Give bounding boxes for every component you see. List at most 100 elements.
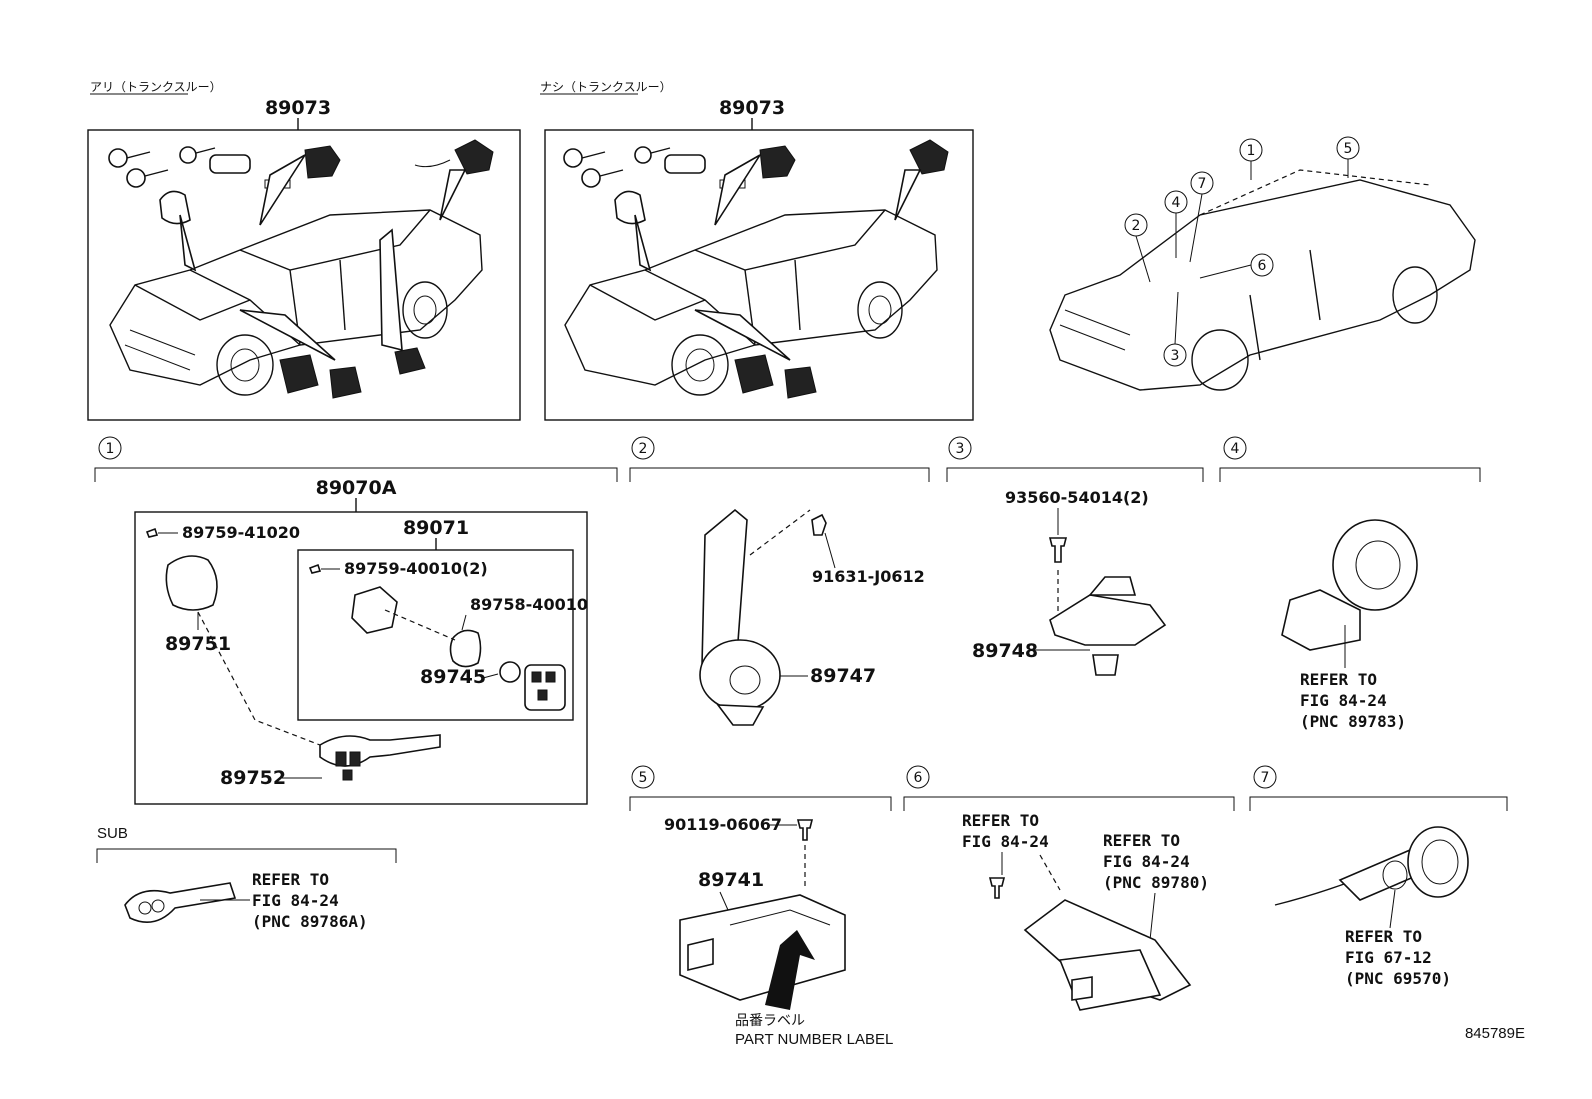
section-bracket [1219, 467, 1481, 482]
variant-label-with: アリ（トランクスルー） [90, 80, 222, 94]
screw-icon [796, 819, 814, 841]
part-number-89073-a: 89073 [265, 97, 331, 119]
section-number-4: 4 [1231, 441, 1240, 457]
part-89759-40010: 89759-40010(2) [344, 559, 488, 578]
car-illustration-left [108, 139, 494, 399]
assembly-dash-line [197, 611, 321, 746]
callout-marker-7: 7 [1189, 171, 1214, 263]
svg-text:5: 5 [1344, 141, 1353, 157]
assembly-frame [134, 511, 588, 805]
section-number-6: 6 [914, 770, 923, 786]
section-bracket [946, 467, 1204, 482]
callout-marker-2: 2 [1124, 213, 1151, 283]
diagram-id: 845789E [1465, 1025, 1525, 1042]
section-3: 3 93560-54014(2) 89748 [946, 436, 1204, 676]
car-locator-view: 1 2 3 4 5 6 7 [1049, 136, 1476, 391]
part-89751: 89751 [165, 633, 231, 655]
section-number-2: 2 [639, 441, 648, 457]
section-5: 5 90119-06067 89741 品番ラベル PART NUMBER LA… [629, 765, 893, 1048]
part-89759-41020: 89759-41020 [182, 523, 300, 542]
s6-refer-b-line-3: (PNC 89780) [1103, 873, 1209, 892]
panel-frame-middle [544, 129, 974, 421]
front-wheel [1191, 329, 1249, 391]
section-6: 6 REFER TO FIG 84-24 REFER TO FIG 84-24 … [903, 765, 1235, 1011]
label-jp: 品番ラベル [735, 1013, 805, 1029]
section-number-1: 1 [106, 441, 115, 457]
section-bracket [629, 796, 892, 811]
part-89752: 89752 [220, 767, 286, 789]
callout-marker-5: 5 [1336, 136, 1360, 178]
section-number-7: 7 [1261, 770, 1270, 786]
o-ring-icon [449, 629, 482, 668]
variant-with-trunk-through: アリ（トランクスルー） 89073 [87, 80, 521, 421]
part-89745: 89745 [420, 666, 486, 688]
section-bracket [96, 848, 397, 863]
part-number-89073-b: 89073 [719, 97, 785, 119]
label-arrow [765, 930, 815, 1010]
section-4: 4 REFER TO FIG 84-24 (PNC 89783) [1219, 436, 1481, 731]
part-91631-J0612: 91631-J0612 [812, 567, 925, 586]
sub-refer-line-1: REFER TO [252, 870, 329, 889]
sub-key-icon [124, 882, 237, 924]
callout-marker-4: 4 [1164, 190, 1188, 258]
part-89741: 89741 [698, 869, 764, 891]
battery-icon [499, 661, 521, 683]
part-89747: 89747 [810, 665, 876, 687]
s7-refer-line-1: REFER TO [1345, 927, 1422, 946]
part-89758-40010: 89758-40010 [470, 595, 588, 614]
assembly-dash-line [384, 609, 456, 641]
section-7: 7 REFER TO FIG 67-12 (PNC 69570) [1249, 765, 1508, 988]
screw-dash-line [749, 509, 811, 556]
bolt-icon [1048, 537, 1068, 563]
control-module-icon [679, 894, 846, 1001]
s6-refer-a-line-1: REFER TO [962, 811, 1039, 830]
s4-refer-line-3: (PNC 89783) [1300, 712, 1406, 731]
s7-refer-line-3: (PNC 69570) [1345, 969, 1451, 988]
sub-refer-line-3: (PNC 89786A) [252, 912, 368, 931]
s6-refer-a-line-2: FIG 84-24 [962, 832, 1049, 851]
s4-refer-line-2: FIG 84-24 [1300, 691, 1387, 710]
section-1: 1 89070A 89759-41020 89751 89071 89759-4… [94, 436, 618, 805]
callout-marker-1: 1 [1239, 138, 1263, 180]
ignition-sensor-icon [1332, 519, 1418, 611]
s6-refer-b-line-1: REFER TO [1103, 831, 1180, 850]
svg-text:6: 6 [1258, 258, 1267, 274]
sub-assembly-89071: 89071 [403, 517, 469, 539]
section-bracket [1249, 796, 1508, 811]
s7-refer-line-2: FIG 67-12 [1345, 948, 1432, 967]
sub-assembly-frame [297, 549, 574, 721]
svg-text:2: 2 [1132, 218, 1141, 234]
battery-case-icon [351, 586, 398, 634]
section-number-3: 3 [956, 441, 965, 457]
svg-text:7: 7 [1198, 176, 1207, 192]
screw-icon [145, 527, 159, 538]
label-en: PART NUMBER LABEL [735, 1031, 893, 1048]
screw-icon [988, 877, 1006, 899]
section-bracket [629, 467, 930, 482]
sub-label: SUB [97, 825, 128, 842]
sub-refer-line-2: FIG 84-24 [252, 891, 339, 910]
section-2: 2 91631-J0612 89747 [629, 436, 930, 726]
callout-marker-3: 3 [1163, 291, 1187, 367]
sub-section: SUB REFER TO FIG 84-24 (PNC 89786A) [96, 825, 397, 931]
car-outline [1049, 179, 1476, 391]
svg-text:1: 1 [1247, 143, 1256, 159]
car-illustration-middle [563, 139, 949, 399]
module-icon [1049, 594, 1167, 646]
rear-wheel [1392, 266, 1438, 324]
section-bracket [94, 467, 618, 482]
part-89748: 89748 [972, 640, 1038, 662]
svg-text:4: 4 [1172, 195, 1181, 211]
sensor-icon [699, 639, 781, 711]
variant-without-trunk-through: ナシ（トランクスルー） 89073 [540, 80, 974, 421]
s4-refer-line-1: REFER TO [1300, 670, 1377, 689]
svg-text:3: 3 [1171, 348, 1180, 364]
section-number-5: 5 [639, 770, 648, 786]
section-bracket [903, 796, 1235, 811]
screw-icon [308, 563, 322, 574]
part-93560-54014: 93560-54014(2) [1005, 488, 1149, 507]
variant-label-without: ナシ（トランクスルー） [540, 80, 672, 94]
part-90119-06067: 90119-06067 [664, 815, 782, 834]
